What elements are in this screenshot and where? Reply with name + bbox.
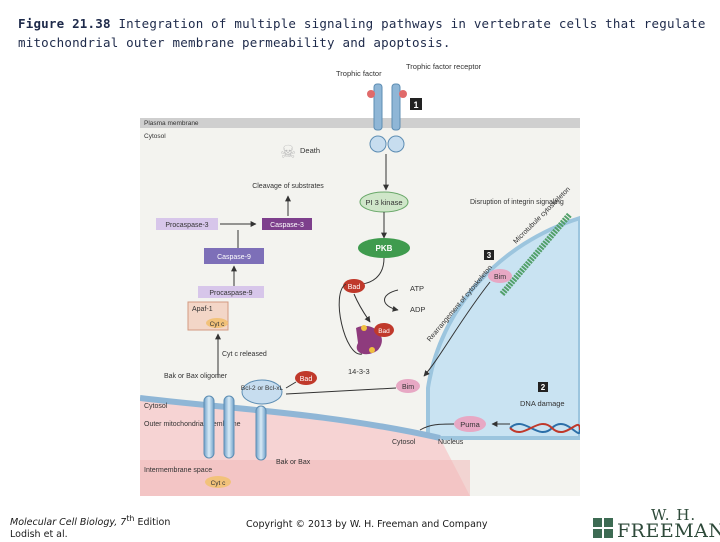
procaspase3-box	[156, 218, 218, 230]
trophic-factor-receptor-label: Trophic factor receptor	[406, 62, 482, 71]
bcl2-oval	[241, 379, 283, 405]
procaspase3-label: Procaspase-3	[165, 222, 208, 229]
intermembrane-label: Intermembrane space	[144, 467, 212, 474]
copyright-notice: Copyright © 2013 by W. H. Freeman and Co…	[246, 519, 488, 530]
step-badge-2	[538, 382, 548, 392]
bak-or-bax-label: Bak or Bax	[276, 459, 311, 466]
bim-oval-2	[396, 379, 420, 393]
receptor-kinase-left	[369, 135, 387, 153]
cytc-released-label: Cyt c released	[222, 351, 267, 358]
death-label: Death	[300, 146, 320, 155]
trophic-factor-ligand-left	[367, 90, 375, 98]
adp-label: ADP	[410, 305, 425, 314]
step-number-2: 2	[541, 383, 546, 392]
bad-oval-2	[374, 323, 394, 337]
cytc-bottom-oval	[205, 476, 231, 488]
receptor-stalk-left	[373, 83, 383, 131]
plasma-membrane-label: Plasma membrane	[144, 120, 199, 127]
figure-caption: Figure 21.38 Integration of multiple sig…	[18, 14, 708, 52]
receptor-stalk-right	[391, 83, 401, 131]
step-badge-3	[484, 250, 494, 260]
receptor-kinase-right	[387, 135, 405, 153]
arrow-bad-to-1433	[353, 293, 371, 323]
bad-label-3: Bad	[300, 376, 313, 383]
step-badge-1	[410, 98, 422, 110]
bad-label-1: Bad	[348, 284, 361, 291]
bad-oval-3	[295, 371, 317, 385]
inhibit-bad-to-bcl2	[285, 381, 297, 389]
bad-label-2: Bad	[378, 328, 390, 335]
apoptosis-signaling-diagram: Trophic factor Trophic factor receptor 1…	[140, 62, 580, 496]
atp-adp-curve	[384, 289, 399, 312]
bak-bax-channel-right	[223, 395, 235, 459]
bak-bax-channel-left	[203, 395, 215, 459]
pi3kinase-label: PI 3 kinase	[365, 198, 402, 207]
cytosol-low-label: Cytosol	[392, 439, 416, 446]
cytosol-top-label: Cytosol	[144, 133, 166, 140]
figure-caption-text: Integration of multiple signaling pathwa…	[18, 16, 706, 50]
phosphate-2	[369, 347, 375, 353]
arrow-puma-to-bcl2	[419, 423, 455, 431]
plasma-membrane-bar	[140, 118, 580, 128]
caspase9-box	[204, 248, 264, 264]
dna-helix-strand-b	[509, 422, 580, 434]
procaspase9-box	[198, 286, 264, 298]
caspase3-label: Caspase-3	[270, 222, 304, 229]
outer-mitochondrial-membrane-line	[140, 395, 441, 441]
puma-label: Puma	[460, 420, 480, 429]
arrow-rearrangement	[423, 281, 491, 377]
nucleus-label: Nucleus	[438, 439, 464, 446]
trophic-factor-ligand-right	[399, 90, 407, 98]
book-authors: Lodish et al.	[10, 529, 68, 541]
atp-label: ATP	[410, 284, 424, 293]
cytc-bottom-label: Cyt c	[211, 480, 227, 487]
phosphate-1	[361, 325, 367, 331]
apaf1-label: Apaf-1	[192, 306, 213, 313]
cleavage-label: Cleavage of substrates	[252, 183, 324, 190]
step-number-1: 1	[413, 100, 418, 110]
bcl2-label: Bcl-2 or Bcl-xL	[241, 385, 284, 392]
bad-oval-1	[343, 279, 365, 293]
p1433-label: 14-3-3	[348, 367, 370, 376]
bim-label-2: Bim	[402, 384, 414, 391]
dna-damage-label: DNA damage	[520, 399, 565, 408]
caspase9-label: Caspase-9	[217, 254, 251, 261]
cytc-apaf1-label: Cyt c	[210, 321, 226, 328]
step-number-3: 3	[487, 251, 492, 260]
trophic-factor-label: Trophic factor	[336, 69, 382, 78]
outer-membrane-label: Outer mitochondrial membrane	[144, 421, 241, 428]
cytc-apaf1-oval	[206, 318, 228, 328]
book-title-sup: th	[126, 514, 135, 523]
caspase3-box	[262, 218, 312, 230]
logo-text-wh: W. H.	[651, 506, 697, 524]
bak-bax-monomer	[255, 405, 267, 461]
inhibit-bim-to-bcl2	[285, 387, 397, 395]
procaspase9-label: Procaspase-9	[209, 290, 252, 297]
cytosol-left-label: Cytosol	[144, 403, 168, 410]
disruption-label: Disruption of integrin signaling	[470, 199, 564, 206]
book-citation: Molecular Cell Biology, 7th Edition Lodi…	[10, 513, 170, 541]
microtubule-filament	[499, 212, 573, 296]
skull-icon: ☠	[280, 142, 296, 162]
pkb-oval	[358, 238, 410, 258]
freeman-logo-mark-icon	[593, 518, 615, 538]
figure-number: Figure 21.38	[18, 16, 111, 31]
arrow-bad-loop	[338, 283, 363, 355]
pkb-label: PKB	[376, 244, 393, 253]
bim-oval-1	[488, 269, 512, 283]
wh-freeman-logo: W. H. FREEMAN	[593, 506, 720, 542]
book-title: Molecular Cell Biology, 7	[10, 517, 127, 529]
bim-label-1: Bim	[494, 274, 506, 281]
book-edition: Edition	[134, 517, 171, 529]
logo-text-freeman: FREEMAN	[617, 520, 720, 542]
intermembrane-band	[140, 460, 470, 496]
puma-oval	[454, 416, 486, 432]
bak-bax-oligomer-label: Bak or Bax oligomer	[164, 373, 228, 380]
